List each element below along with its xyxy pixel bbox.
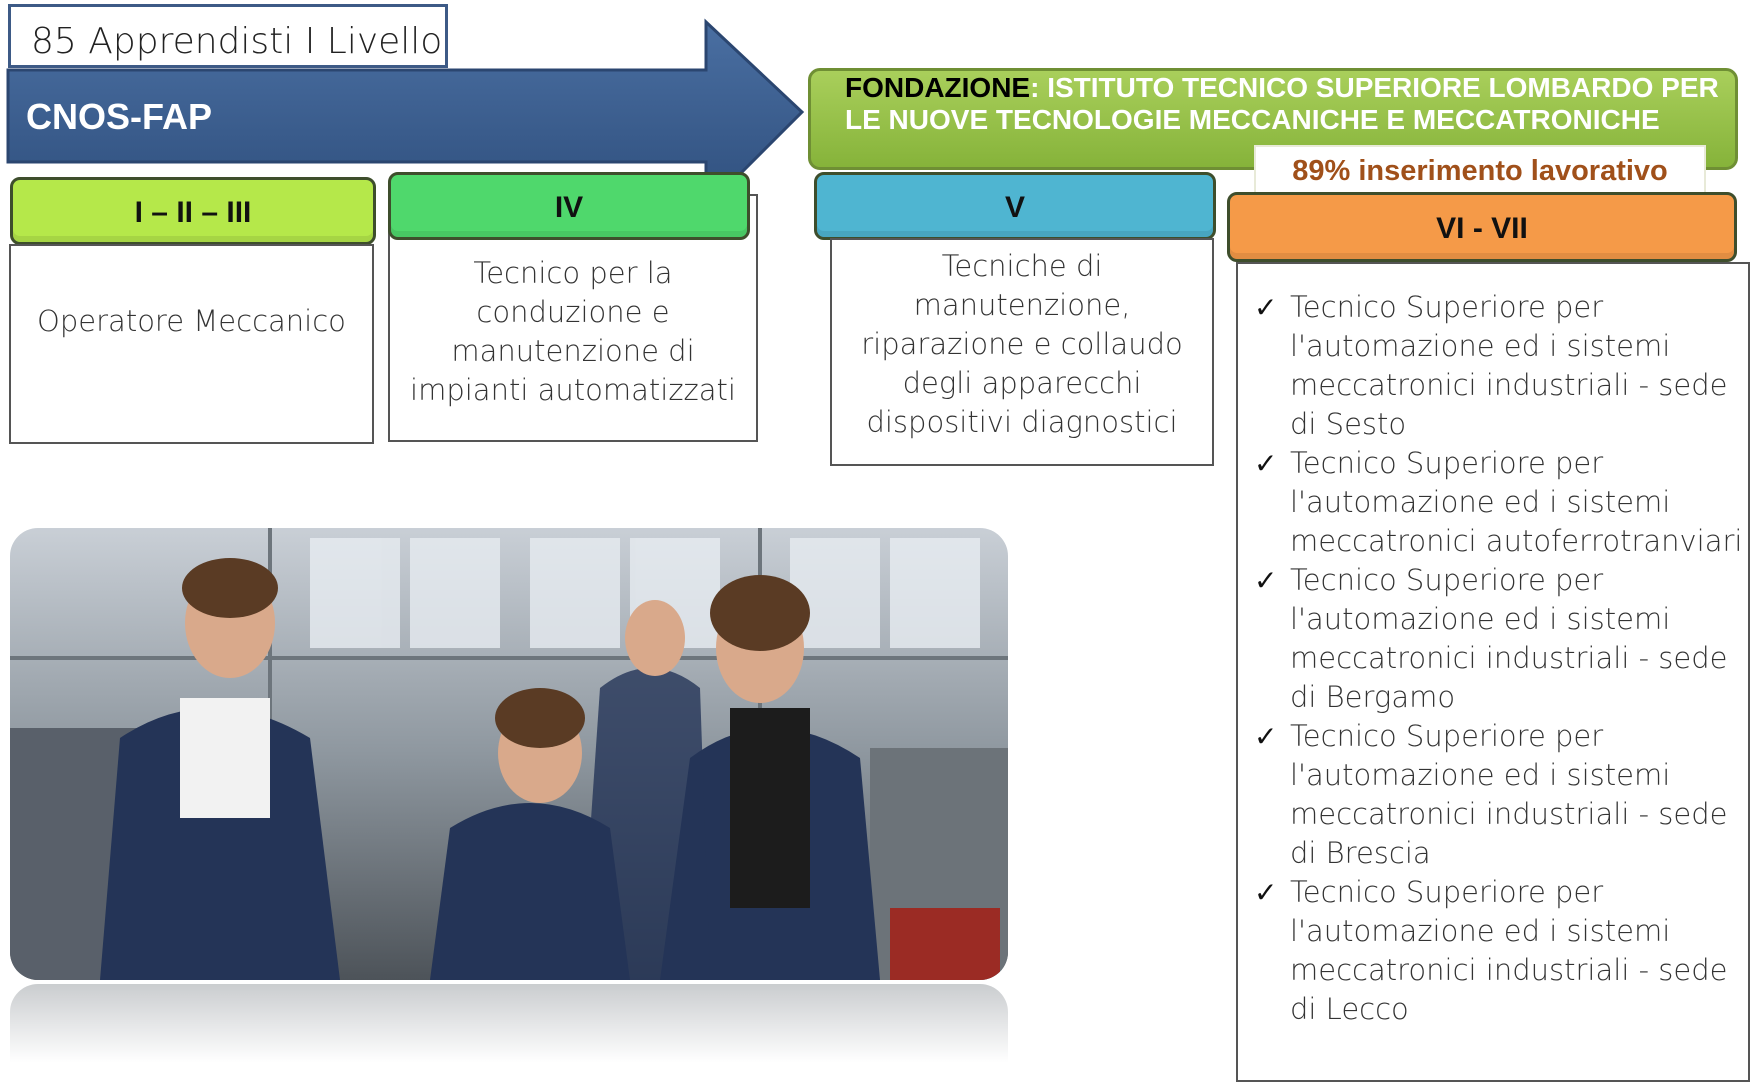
list-item: ✓ Tecnico Superiore per l'automazione ed … bbox=[1254, 561, 1748, 717]
reflection-illustration bbox=[10, 984, 1008, 1062]
its-courses-list: ✓ Tecnico Superiore per l'automazione ed … bbox=[1236, 262, 1750, 1082]
fondazione-name: : ISTITUTO TECNICO SUPERIORE LOMBARDO PE… bbox=[845, 72, 1719, 135]
course-text: Tecnico Superiore per l'automazione ed i… bbox=[1290, 446, 1743, 558]
level-iv-header: IV bbox=[388, 172, 750, 240]
check-icon: ✓ bbox=[1254, 876, 1278, 909]
workshop-photo-illustration bbox=[10, 528, 1008, 980]
list-item: ✓ Tecnico Superiore per l'automazione ed … bbox=[1254, 288, 1748, 444]
level-vi-vii-header: VI - VII bbox=[1227, 192, 1737, 262]
course-text: Tecnico Superiore per l'automazione ed i… bbox=[1290, 875, 1728, 1026]
check-icon: ✓ bbox=[1254, 564, 1278, 597]
level-i-iii-header: I – II – III bbox=[10, 177, 376, 245]
course-text: Tecnico Superiore per l'automazione ed i… bbox=[1290, 563, 1728, 714]
level-v-description-text: Tecniche di manutenzione, riparazione e … bbox=[861, 249, 1183, 439]
level-i-iii-description: Operatore Meccanico bbox=[9, 244, 374, 444]
level-iv-description-text: Tecnico per la conduzione e manutenzione… bbox=[410, 256, 736, 407]
level-v-header: V bbox=[814, 172, 1216, 240]
check-icon: ✓ bbox=[1254, 720, 1278, 753]
workshop-photo-reflection bbox=[10, 984, 1008, 1062]
cnos-fap-label: CNOS-FAP bbox=[26, 96, 213, 137]
list-item: ✓ Tecnico Superiore per l'automazione ed … bbox=[1254, 717, 1748, 873]
course-text: Tecnico Superiore per l'automazione ed i… bbox=[1290, 719, 1728, 870]
fondazione-prefix: FONDAZIONE bbox=[845, 72, 1031, 103]
level-v-description: Tecniche di manutenzione, riparazione e … bbox=[830, 238, 1214, 466]
list-item: ✓ Tecnico Superiore per l'automazione ed … bbox=[1254, 444, 1748, 561]
list-item: ✓ Tecnico Superiore per l'automazione ed … bbox=[1254, 873, 1748, 1029]
check-icon: ✓ bbox=[1254, 447, 1278, 480]
apprentices-label: 85 Apprendisti I Livello bbox=[8, 4, 448, 68]
cnos-fap-arrow bbox=[6, 18, 805, 212]
placement-badge: 89% inserimento lavorativo bbox=[1254, 145, 1706, 197]
fondazione-text: FONDAZIONE: ISTITUTO TECNICO SUPERIORE L… bbox=[845, 72, 1725, 136]
check-icon: ✓ bbox=[1254, 291, 1278, 324]
level-i-iii-description-text: Operatore Meccanico bbox=[37, 304, 346, 338]
course-text: Tecnico Superiore per l'automazione ed i… bbox=[1290, 290, 1728, 441]
workshop-photo bbox=[10, 528, 1008, 980]
